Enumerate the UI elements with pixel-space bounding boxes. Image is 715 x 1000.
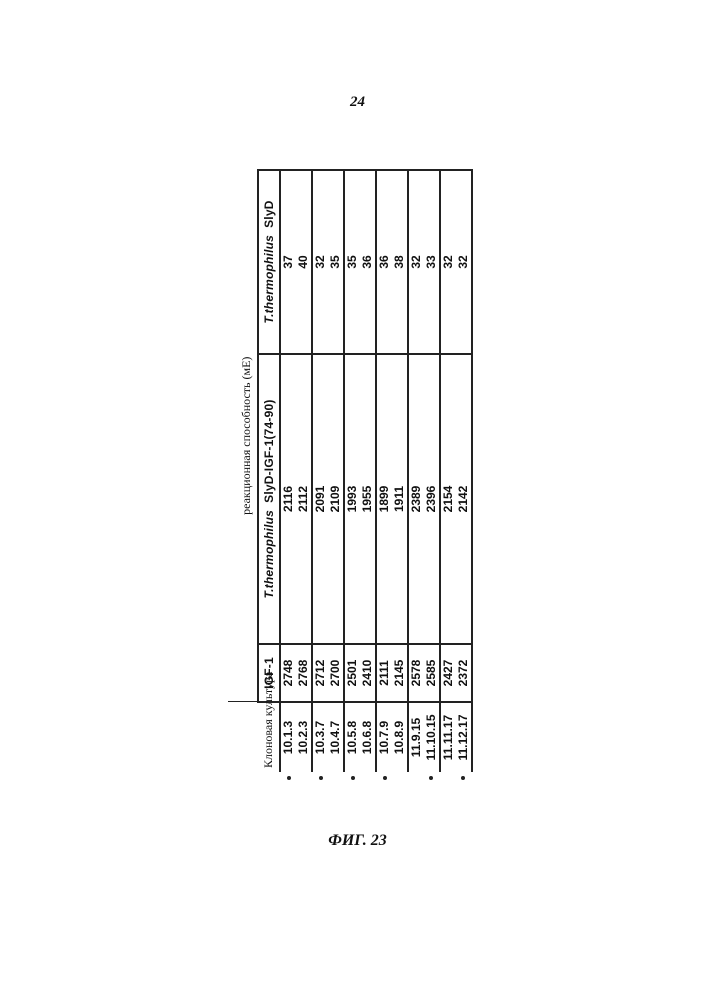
row-bullet [319,776,323,780]
slyd-igf-value: 2112 [296,355,311,643]
clone-id: 10.2.3 [296,703,311,772]
igf-value: 2585 [424,645,439,701]
clone-cell: 11.11.17 11.12.17 [440,702,472,772]
clone-id: 11.10.15 [424,703,439,772]
igf-value: 2768 [296,645,311,701]
construct-name: SlyD [262,200,276,227]
slyd-igf-value: 2389 [409,355,424,643]
slyd-igf-cell: 2389 2396 [408,354,440,644]
slyd-value: 32 [456,171,471,353]
slyd-value: 32 [441,171,456,353]
row-bullet [429,776,433,780]
slyd-igf-value: 2109 [328,355,343,643]
slyd-igf-value: 2116 [281,355,296,643]
clone-cell: 10.7.9 10.8.9 [376,702,408,772]
slyd-igf-cell: 2091 2109 [312,354,344,644]
igf-cell: 2578 2585 [408,644,440,702]
slyd-value: 35 [328,171,343,353]
row-header: Клоновая культура [228,702,280,772]
row-bullet [383,776,387,780]
slyd-value: 35 [345,171,360,353]
slyd-value: 40 [296,171,311,353]
igf-value: 2111 [377,645,392,701]
construct-name: SlyD-IGF-1(74-90) [262,399,276,502]
table-row: 11.11.17 11.12.17 2427 2372 2154 2142 32… [440,170,472,772]
reactivity-table: Клоновая культура реакционная способност… [228,169,473,772]
slyd-cell: 32 35 [312,170,344,354]
slyd-igf-value: 1993 [345,355,360,643]
igf-value: 2410 [360,645,375,701]
clone-id: 11.9.15 [409,703,424,772]
clone-cell: 11.9.15 11.10.15 [408,702,440,772]
slyd-cell: 37 40 [280,170,312,354]
clone-cell: 10.5.8 10.6.8 [344,702,376,772]
slyd-value: 37 [281,171,296,353]
clone-id: 11.11.17 [441,703,456,772]
slyd-igf-cell: 1899 1911 [376,354,408,644]
organism-name: T.thermophilus [262,510,276,599]
slyd-igf-value: 2154 [441,355,456,643]
clone-cell: 10.1.3 10.2.3 [280,702,312,772]
slyd-igf-cell: 2116 2112 [280,354,312,644]
row-bullet [287,776,291,780]
table-row: 10.1.3 10.2.3 2748 2768 2116 2112 37 40 [280,170,312,772]
igf-value: 2501 [345,645,360,701]
slyd-cell: 36 38 [376,170,408,354]
igf-cell: 2748 2768 [280,644,312,702]
slyd-cell: 32 33 [408,170,440,354]
slyd-igf-value: 1955 [360,355,375,643]
clone-id: 10.5.8 [345,703,360,772]
row-bullet [461,776,465,780]
clone-id: 10.7.9 [377,703,392,772]
slyd-igf-value: 1911 [392,355,407,643]
clone-id: 10.1.3 [281,703,296,772]
slyd-value: 36 [377,171,392,353]
igf-value: 2145 [392,645,407,701]
igf-value: 2712 [313,645,328,701]
figure-caption: ФИГ. 23 [0,832,715,850]
clone-id: 11.12.17 [456,703,471,772]
igf-value: 2372 [456,645,471,701]
slyd-value: 38 [392,171,407,353]
slyd-igf-cell: 1993 1955 [344,354,376,644]
column-header-slyd-igf: T.thermophilus SlyD-IGF-1(74-90) [258,354,280,644]
igf-value: 2700 [328,645,343,701]
igf-value: 2748 [281,645,296,701]
igf-cell: 2111 2145 [376,644,408,702]
table-row: 10.5.8 10.6.8 2501 2410 1993 1955 35 36 [344,170,376,772]
table-row: 10.3.7 10.4.7 2712 2700 2091 2109 32 35 [312,170,344,772]
table-row: 11.9.15 11.10.15 2578 2585 2389 2396 32 … [408,170,440,772]
clone-id: 10.3.7 [313,703,328,772]
igf-cell: 2712 2700 [312,644,344,702]
slyd-cell: 35 36 [344,170,376,354]
column-header-slyd: T.thermophilus SlyD [258,170,280,354]
igf-cell: 2501 2410 [344,644,376,702]
page-number: 24 [0,94,715,111]
super-header: реакционная способность (мЕ) [228,170,258,702]
igf-value: 2578 [409,645,424,701]
slyd-cell: 32 32 [440,170,472,354]
slyd-igf-value: 1899 [377,355,392,643]
clone-id: 10.8.9 [392,703,407,772]
table-row: 10.7.9 10.8.9 2111 2145 1899 1911 36 38 [376,170,408,772]
clone-cell: 10.3.7 10.4.7 [312,702,344,772]
igf-cell: 2427 2372 [440,644,472,702]
organism-name: T.thermophilus [262,235,276,324]
slyd-value: 32 [313,171,328,353]
clone-id: 10.4.7 [328,703,343,772]
slyd-value: 32 [409,171,424,353]
slyd-igf-value: 2142 [456,355,471,643]
slyd-igf-cell: 2154 2142 [440,354,472,644]
row-bullet [351,776,355,780]
slyd-igf-value: 2396 [424,355,439,643]
slyd-igf-value: 2091 [313,355,328,643]
clone-id: 10.6.8 [360,703,375,772]
igf-value: 2427 [441,645,456,701]
slyd-value: 36 [360,171,375,353]
rotated-table-container: Клоновая культура реакционная способност… [228,170,470,772]
slyd-value: 33 [424,171,439,353]
